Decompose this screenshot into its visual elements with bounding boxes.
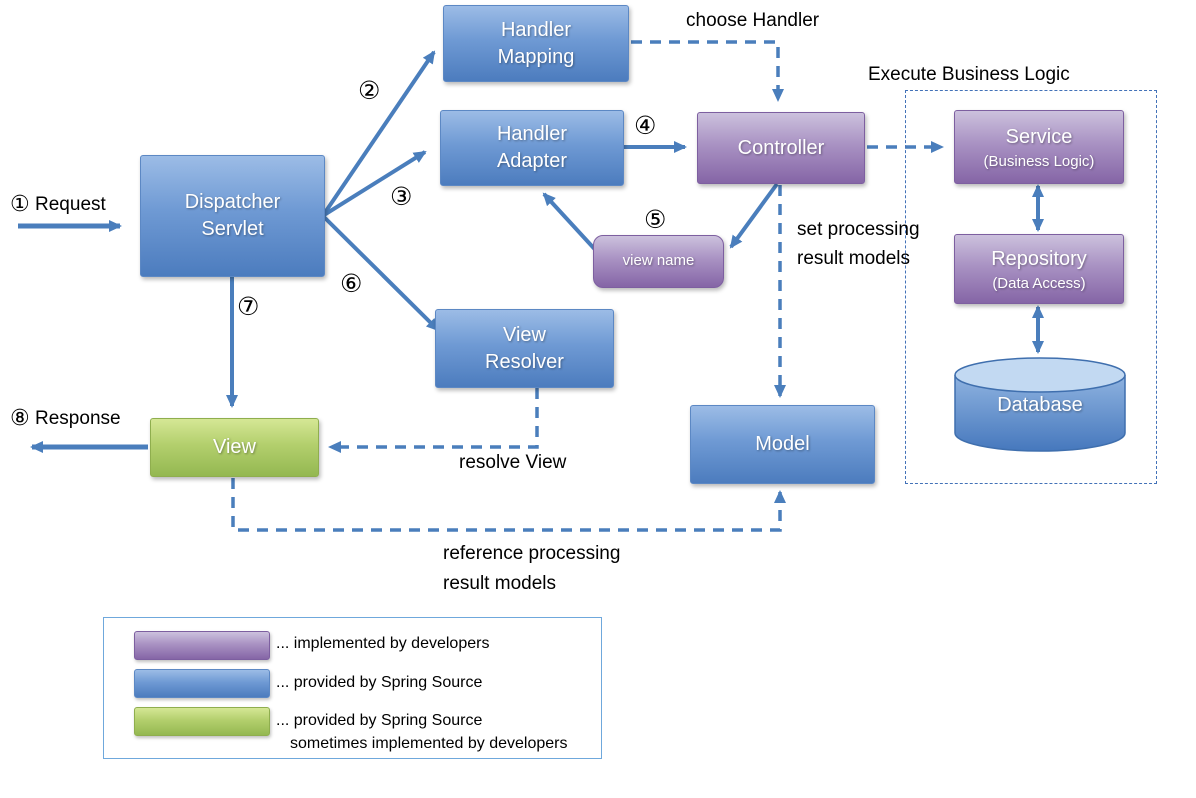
legend-label-line2: sometimes implemented by developers bbox=[290, 735, 568, 752]
legend: ... implemented by developers ... provid… bbox=[103, 617, 602, 759]
reference-processing-line1: reference processing bbox=[443, 543, 621, 564]
set-processing-label: set processing result models bbox=[797, 219, 920, 270]
step-6-badge: ⑥ bbox=[340, 269, 363, 298]
node-label: Repository bbox=[991, 247, 1087, 270]
node-database: Database bbox=[955, 385, 1125, 425]
response-label: ⑧ Response bbox=[10, 406, 121, 431]
reference-processing-label: reference processing result models bbox=[443, 543, 620, 595]
set-processing-line1: set processing bbox=[797, 219, 920, 240]
node-label: Controller bbox=[737, 136, 825, 159]
database-cylinder bbox=[954, 357, 1126, 452]
step-5-badge: ⑤ bbox=[644, 205, 667, 234]
resolve-view-label: resolve View bbox=[459, 452, 567, 473]
node-label: Dispatcher Servlet bbox=[184, 191, 281, 240]
legend-label: ... provided by Spring Source bbox=[276, 712, 483, 729]
node-service: Service (Business Logic) bbox=[954, 110, 1124, 184]
node-handler-mapping: Handler Mapping bbox=[443, 5, 629, 82]
node-view: View bbox=[150, 418, 319, 477]
step-4-badge: ④ bbox=[634, 111, 657, 140]
business-logic-container bbox=[905, 90, 1157, 484]
arrow-controller-to-view-name bbox=[729, 182, 779, 249]
step-2-badge: ② bbox=[358, 76, 381, 105]
node-repository: Repository (Data Access) bbox=[954, 234, 1124, 304]
reference-processing-line2: result models bbox=[443, 573, 556, 594]
step-3-badge: ③ bbox=[390, 182, 413, 211]
execute-business-logic-label: Execute Business Logic bbox=[868, 64, 1070, 85]
node-label: Handler Mapping bbox=[497, 18, 575, 68]
legend-swatch-blue bbox=[134, 669, 270, 698]
dashed-view-resolver-to-view bbox=[328, 388, 539, 453]
arrow-step3-dispatcher-to-handler-adapter bbox=[322, 150, 427, 217]
node-label: View bbox=[213, 436, 256, 458]
step-7-badge: ⑦ bbox=[237, 292, 260, 321]
request-label: ① Request bbox=[10, 192, 106, 217]
response-text: Response bbox=[35, 408, 121, 429]
node-model: Model bbox=[690, 405, 875, 484]
node-label: view name bbox=[622, 252, 695, 270]
node-label: Handler Adapter bbox=[496, 123, 568, 172]
arrow-view-name-to-handler-adapter bbox=[542, 192, 603, 258]
node-view-resolver: View Resolver bbox=[435, 309, 614, 388]
node-controller: Controller bbox=[697, 112, 865, 184]
arrow-step6-dispatcher-to-view-resolver bbox=[322, 215, 440, 332]
dashed-choose-handler bbox=[631, 40, 784, 102]
step-1-badge: ① bbox=[10, 192, 30, 217]
dashed-view-to-model bbox=[231, 478, 786, 532]
legend-swatch-green bbox=[134, 707, 270, 736]
legend-label: ... provided by Spring Source bbox=[276, 674, 483, 691]
node-label: Model bbox=[755, 433, 810, 455]
legend-label: ... implemented by developers bbox=[276, 635, 490, 652]
node-sublabel: (Data Access) bbox=[992, 274, 1086, 292]
node-handler-adapter: Handler Adapter bbox=[440, 110, 624, 186]
arrow-step2-dispatcher-to-handler-mapping bbox=[322, 50, 436, 216]
node-label: Database bbox=[997, 393, 1083, 416]
node-view-name: view name bbox=[593, 235, 724, 288]
node-dispatcher-servlet: Dispatcher Servlet bbox=[140, 155, 325, 277]
node-label: View Resolver bbox=[485, 323, 564, 373]
node-sublabel: (Business Logic) bbox=[983, 152, 1095, 170]
legend-swatch-purple bbox=[134, 631, 270, 660]
node-label: Service bbox=[1005, 125, 1073, 148]
request-text: Request bbox=[35, 194, 106, 215]
step-8-badge: ⑧ bbox=[10, 406, 30, 431]
choose-handler-label: choose Handler bbox=[686, 10, 820, 31]
set-processing-line2: result models bbox=[797, 248, 910, 269]
